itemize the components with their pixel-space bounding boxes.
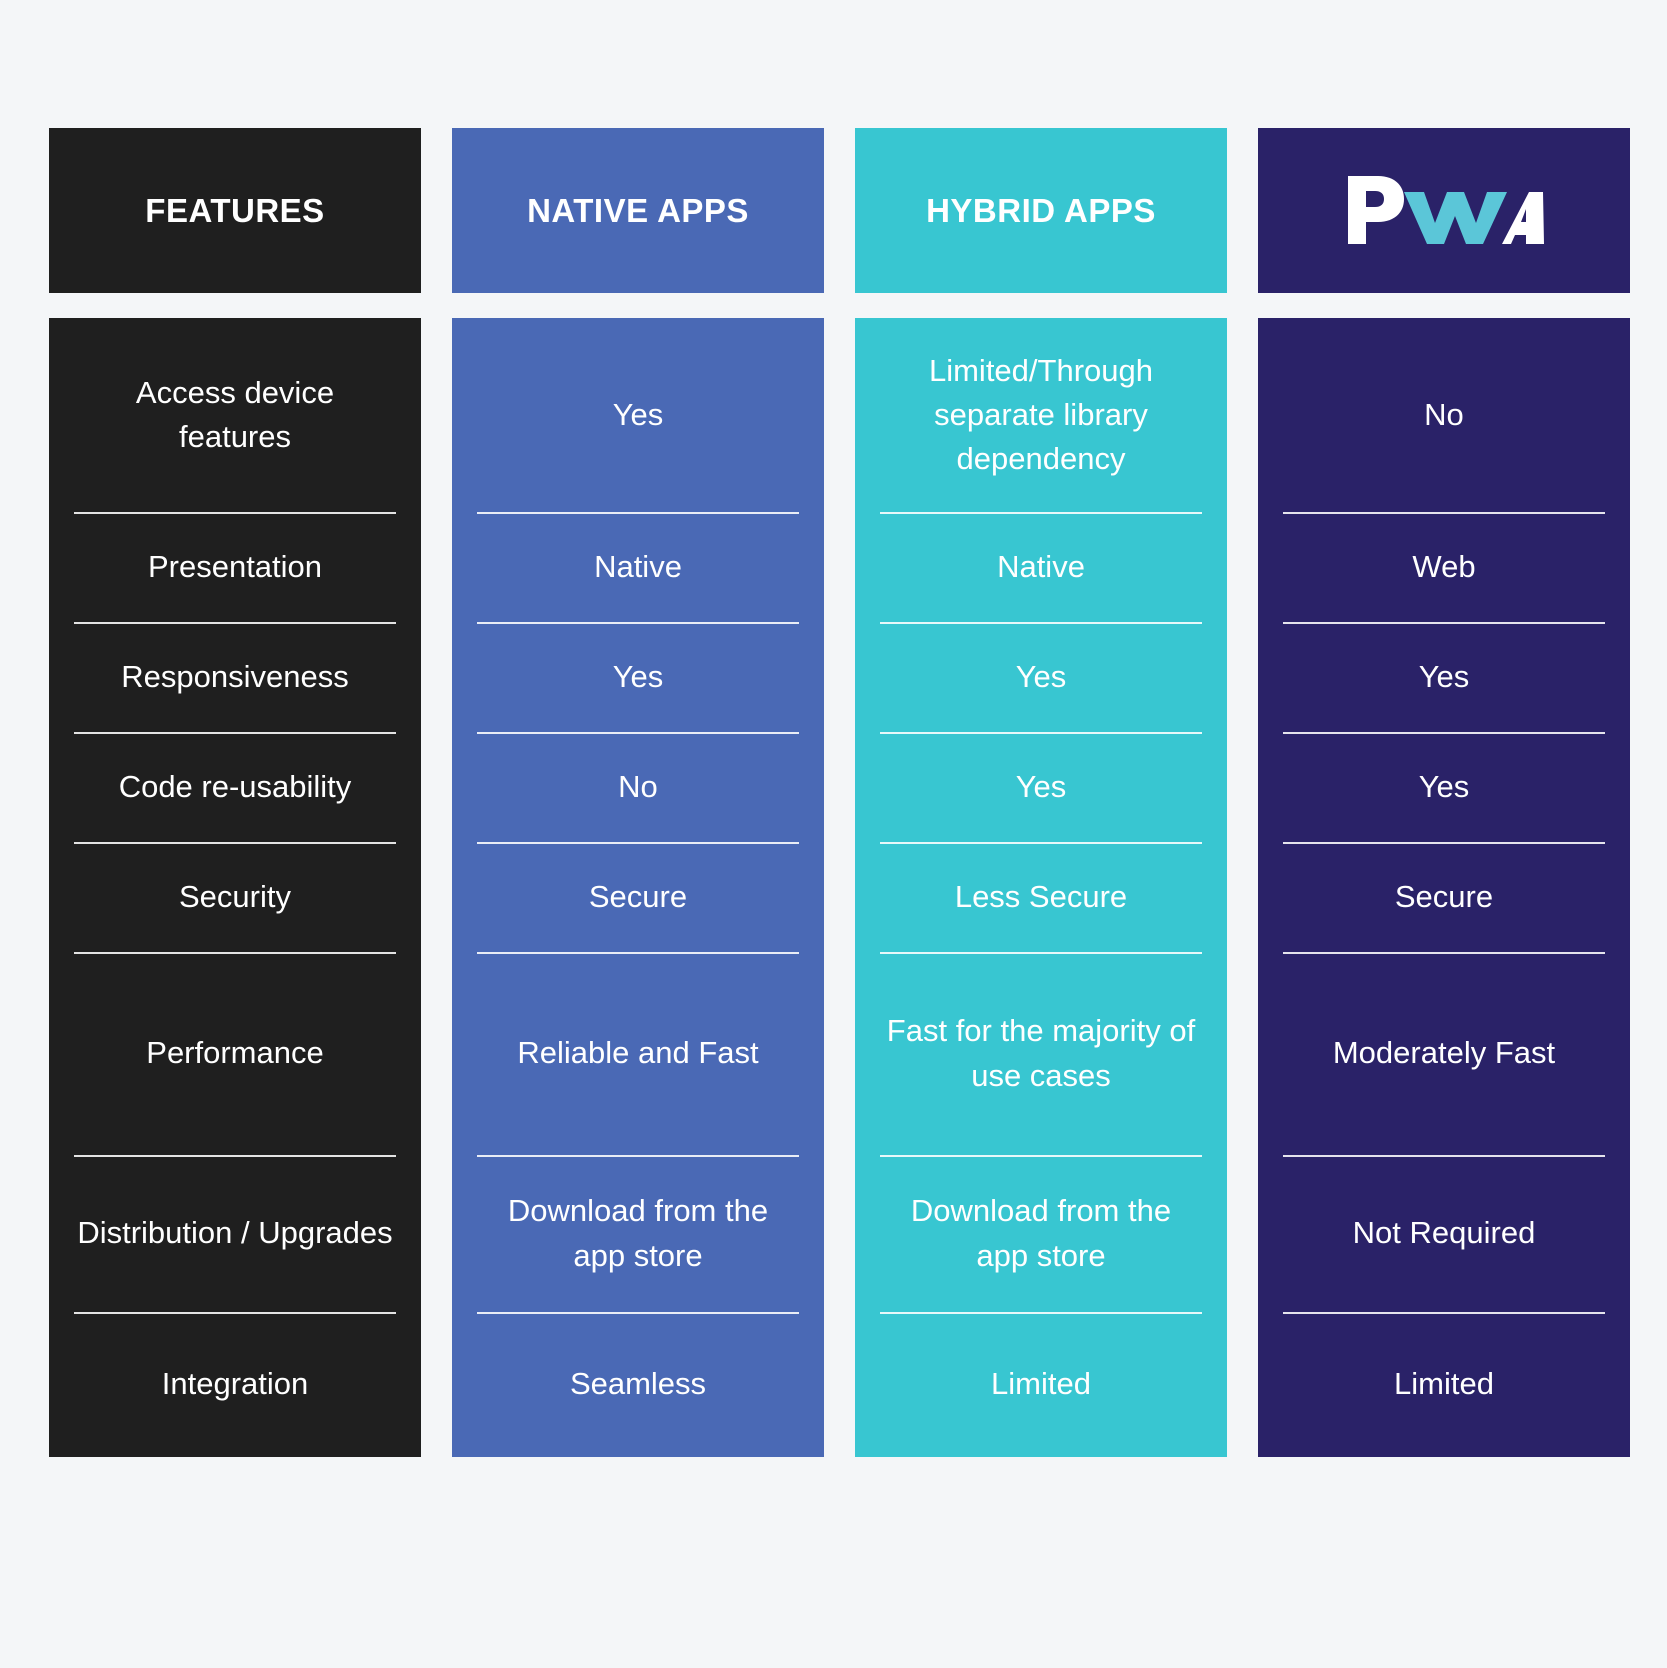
cell-text: Code re-usability (118, 768, 352, 804)
table-cell-hybrid-4: Less Secure (877, 842, 1205, 952)
header-body-gap-native (452, 293, 824, 318)
cell-text: Limited (991, 1366, 1091, 1402)
cell-text: Yes (1015, 658, 1067, 694)
table-cell-hybrid-2: Yes (877, 622, 1205, 732)
table-cell-native-1: Native (474, 512, 802, 622)
cell-text: Native (997, 548, 1085, 584)
column-header-pwa (1258, 128, 1630, 293)
cell-text: Reliable and Fast (517, 1035, 759, 1071)
table-cell-feature-6: Distribution / Upgrades (71, 1155, 399, 1312)
table-cell-feature-3: Code re-usability (71, 732, 399, 842)
table-cell-pwa-4: Secure (1280, 842, 1608, 952)
cell-text: Secure (588, 878, 688, 914)
cell-text: Download from the app store (507, 1193, 769, 1273)
cell-text: Distribution / Upgrades (77, 1215, 393, 1251)
table-cell-native-7: Seamless (474, 1312, 802, 1457)
cell-text: Web (1412, 548, 1476, 584)
table-cell-hybrid-5: Fast for the majority of use cases (877, 952, 1205, 1155)
cell-text: Performance (146, 1035, 324, 1071)
column-header-features-label: FEATURES (145, 191, 325, 229)
comparison-table: FEATURES NATIVE APPS HYBRID APPS (49, 128, 1630, 1457)
header-body-gap-pwa (1258, 293, 1630, 318)
table-cell-hybrid-3: Yes (877, 732, 1205, 842)
table-cell-native-6: Download from the app store (474, 1155, 802, 1312)
table-cell-feature-4: Security (71, 842, 399, 952)
cell-text: Secure (1394, 878, 1494, 914)
column-body-hybrid-apps: Limited/Through separate library depende… (855, 318, 1227, 1457)
table-cell-feature-5: Performance (71, 952, 399, 1155)
table-cell-feature-7: Integration (71, 1312, 399, 1457)
table-cell-pwa-2: Yes (1280, 622, 1608, 732)
table-cell-native-0: Yes (474, 318, 802, 512)
cell-text: Fast for the majority of use cases (886, 1013, 1196, 1093)
column-header-hybrid-apps: HYBRID APPS (855, 128, 1227, 293)
cell-text: Integration (161, 1366, 309, 1402)
cell-text: Moderately Fast (1332, 1035, 1556, 1071)
table-cell-native-4: Secure (474, 842, 802, 952)
cell-text: Native (594, 548, 682, 584)
column-header-features: FEATURES (49, 128, 421, 293)
cell-text: Yes (612, 396, 664, 432)
cell-text: No (1424, 396, 1464, 432)
column-body-features: Access device features Presentation Resp… (49, 318, 421, 1457)
cell-text: Yes (1418, 768, 1470, 804)
pwa-logo (1344, 174, 1544, 248)
cell-text: Download from the app store (910, 1193, 1172, 1273)
header-body-gap-hybrid (855, 293, 1227, 318)
table-cell-pwa-3: Yes (1280, 732, 1608, 842)
table-cell-pwa-6: Not Required (1280, 1155, 1608, 1312)
cell-text: Presentation (147, 548, 323, 584)
table-cell-native-5: Reliable and Fast (474, 952, 802, 1155)
table-cell-pwa-0: No (1280, 318, 1608, 512)
table-cell-pwa-1: Web (1280, 512, 1608, 622)
cell-text: Yes (612, 658, 664, 694)
column-header-native-apps: NATIVE APPS (452, 128, 824, 293)
column-header-native-apps-label: NATIVE APPS (527, 191, 749, 229)
cell-text: Not Required (1352, 1215, 1536, 1251)
table-cell-hybrid-1: Native (877, 512, 1205, 622)
table-cell-native-3: No (474, 732, 802, 842)
table-cell-native-2: Yes (474, 622, 802, 732)
cell-text: Yes (1015, 768, 1067, 804)
column-header-hybrid-apps-label: HYBRID APPS (926, 191, 1156, 229)
cell-text: Yes (1418, 658, 1470, 694)
column-body-native-apps: Yes Native Yes No Secure Reliable and Fa… (452, 318, 824, 1457)
table-cell-hybrid-6: Download from the app store (877, 1155, 1205, 1312)
table-cell-pwa-7: Limited (1280, 1312, 1608, 1457)
cell-text: Security (179, 878, 291, 914)
cell-text: No (618, 768, 658, 804)
cell-text: Less Secure (954, 878, 1128, 914)
table-cell-pwa-5: Moderately Fast (1280, 952, 1608, 1155)
cell-text: Limited (1394, 1366, 1494, 1402)
header-body-gap-features (49, 293, 421, 318)
table-cell-feature-0: Access device features (71, 318, 399, 512)
table-cell-hybrid-0: Limited/Through separate library depende… (877, 318, 1205, 512)
cell-text: Access device features (135, 374, 335, 454)
table-cell-feature-2: Responsiveness (71, 622, 399, 732)
table-cell-hybrid-7: Limited (877, 1312, 1205, 1457)
cell-text: Seamless (569, 1366, 707, 1402)
table-cell-feature-1: Presentation (71, 512, 399, 622)
column-body-pwa: No Web Yes Yes Secure Moderately Fast No… (1258, 318, 1630, 1457)
cell-text: Limited/Through separate library depende… (928, 352, 1153, 476)
cell-text: Responsiveness (121, 658, 349, 694)
